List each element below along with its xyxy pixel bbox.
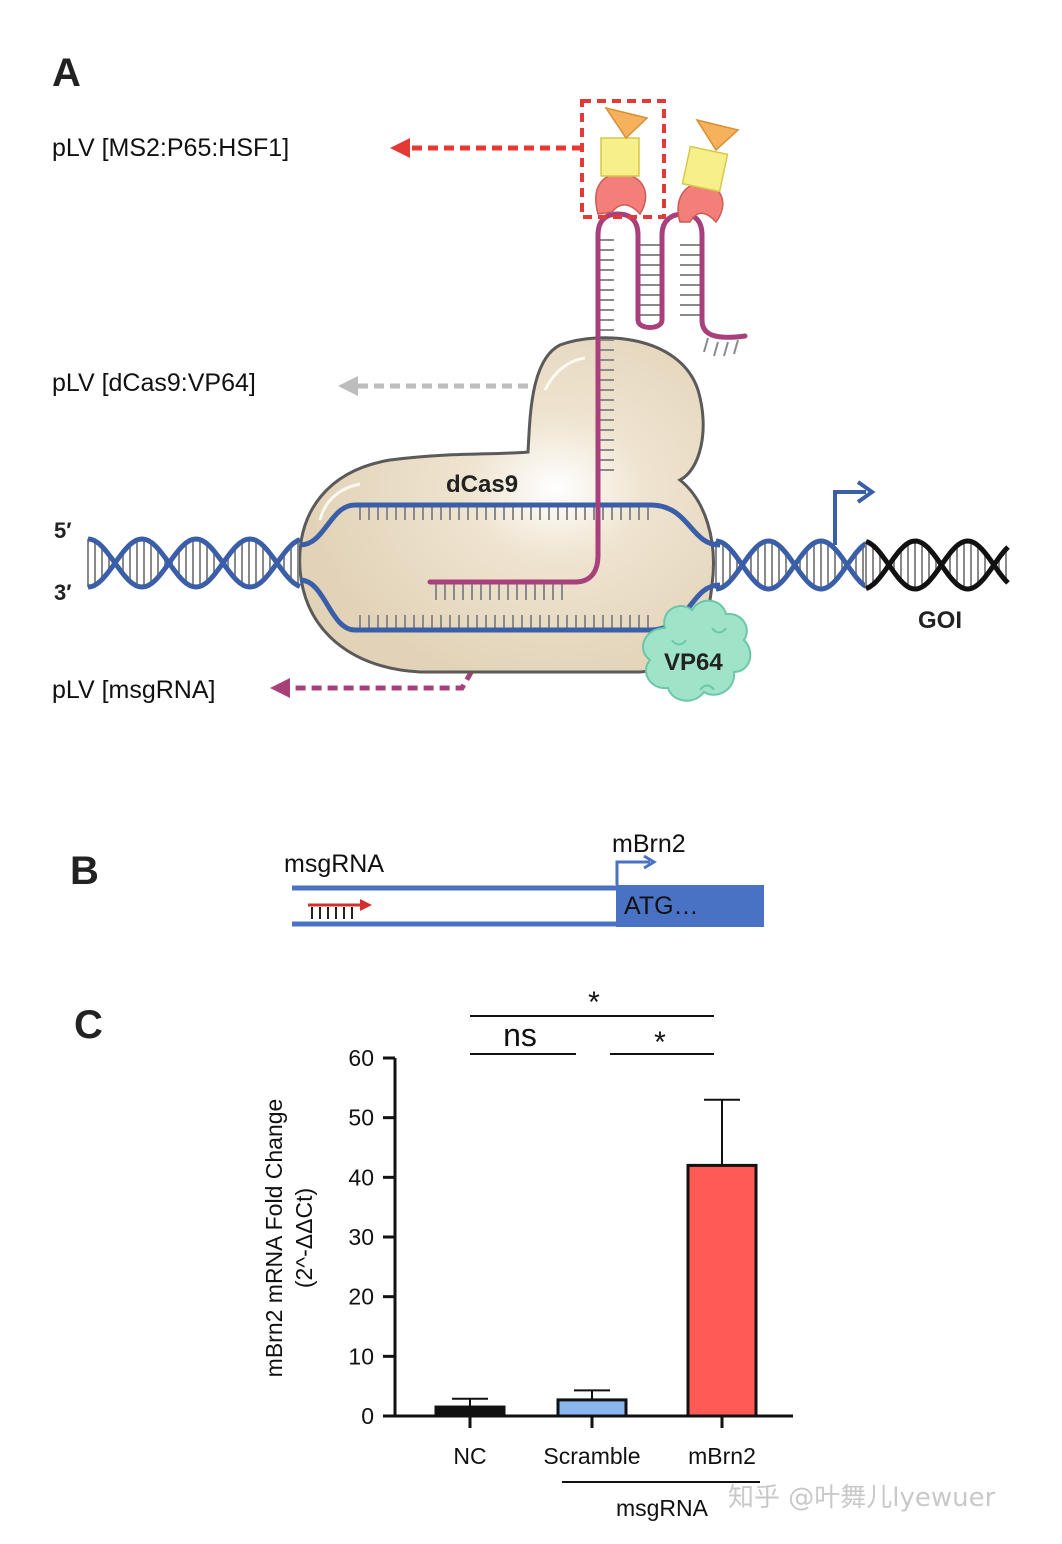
significance-annotations: * ns * <box>470 986 714 1059</box>
y-axis-label-line1: mBrn2 mRNA Fold Change <box>261 1099 287 1378</box>
vp64-label: VP64 <box>664 649 723 676</box>
panel-c-letter: C <box>74 1003 103 1047</box>
label-msgrna-plasmid: pLV [msgRNA] <box>52 676 215 704</box>
group-label: msgRNA <box>616 1495 709 1521</box>
promoter-diagram <box>292 854 764 927</box>
goi-label: GOI <box>918 607 962 634</box>
watermark: 知乎 @叶舞儿lyewuer <box>728 1483 996 1513</box>
sig-ns: ns <box>503 1017 537 1053</box>
ms2-p65-hsf1-complex-1 <box>595 106 649 216</box>
vp64-cloud <box>642 599 752 702</box>
red-dashed-arrow <box>390 138 582 158</box>
x-tick-label: NC <box>453 1443 486 1469</box>
five-prime-label: 5′ <box>54 518 72 543</box>
y-tick-label: 0 <box>361 1403 374 1429</box>
dna-helix-right <box>715 538 868 592</box>
highlight-box <box>580 99 666 219</box>
y-tick-label: 30 <box>348 1224 374 1250</box>
dcas9-highlight-2 <box>318 482 361 521</box>
label-dcas9-plasmid: pLV [dCas9:VP64] <box>52 369 256 397</box>
panel-b-letter: B <box>70 849 99 893</box>
y-tick-label: 10 <box>348 1343 374 1369</box>
three-prime-label: 3′ <box>54 580 72 605</box>
bar-mbrn2 <box>686 1163 758 1418</box>
label-ms2-plasmid: pLV [MS2:P65:HSF1] <box>52 134 289 162</box>
y-tick-label: 60 <box>348 1045 374 1071</box>
gray-dashed-arrow <box>338 376 528 396</box>
gene-helix <box>865 538 1010 592</box>
sig-star-top: * <box>588 986 600 1019</box>
msgrna-label: msgRNA <box>284 850 384 878</box>
bar-chart: 0 10 20 30 40 50 60 NC Scramble mBrn2 mBrn2 mRNA… <box>261 1045 793 1521</box>
atg-label: ATG… <box>624 892 699 920</box>
dcas9-label: dCas9 <box>446 471 518 498</box>
x-tick-label: Scramble <box>543 1443 640 1469</box>
sgrna <box>427 211 748 600</box>
y-tick-label: 20 <box>348 1284 374 1310</box>
unwound-dna <box>299 502 721 633</box>
sig-star-bottom: * <box>654 1026 666 1059</box>
y-tick-label: 50 <box>348 1105 374 1131</box>
tss-arrow <box>833 480 876 545</box>
y-axis-label-line2: (2^-ΔΔCt) <box>291 1188 317 1288</box>
panel-a-letter: A <box>52 51 81 95</box>
dna-helix-left <box>87 536 301 590</box>
ms2-p65-hsf1-complex-2 <box>677 118 740 224</box>
dcas9-highlight <box>543 356 586 391</box>
y-tick-label: 40 <box>348 1164 374 1190</box>
bar-scramble <box>556 1398 628 1418</box>
mbrn2-gene-label: mBrn2 <box>612 830 686 858</box>
x-tick-label: mBrn2 <box>688 1443 756 1469</box>
bar-nc <box>434 1405 506 1418</box>
